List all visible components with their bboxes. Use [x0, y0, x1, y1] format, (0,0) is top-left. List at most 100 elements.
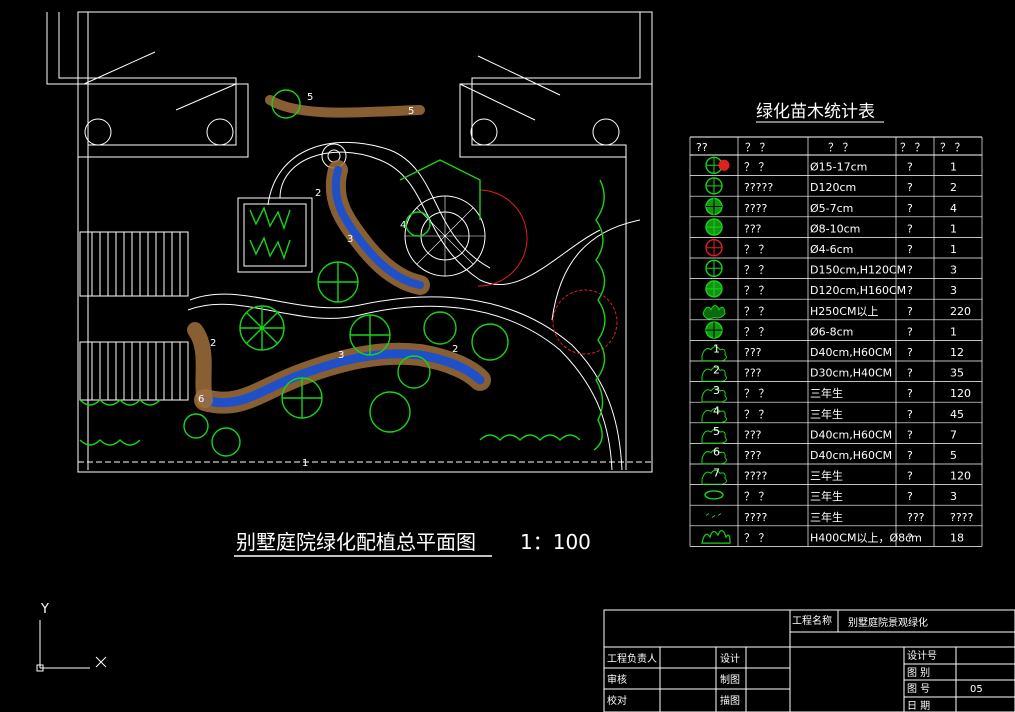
site-plan	[46, 11, 653, 473]
table-header-cell: ？ ？	[940, 141, 966, 154]
garden-path-curve	[279, 151, 601, 286]
project-name: 别墅庭院景观绿化	[848, 616, 928, 629]
plant-quantity: 1	[950, 243, 957, 256]
plant-spec: D120cm	[810, 181, 856, 194]
plant-quantity: 12	[950, 346, 964, 359]
corner-shrubs	[479, 434, 581, 441]
stream-rocks-left	[187, 322, 213, 408]
climber-icon	[701, 530, 731, 544]
tree-canopy	[183, 413, 209, 439]
column-circle	[206, 118, 234, 146]
plant-unit: ?	[907, 202, 913, 215]
pavilion	[237, 197, 313, 273]
pergola-lower	[79, 341, 189, 401]
plant-unit: ?	[907, 305, 913, 318]
stream-water-upper	[331, 166, 424, 289]
zone-label: 2	[210, 338, 216, 349]
zone-label: 5	[408, 106, 414, 117]
groundcover-number: 2	[713, 363, 720, 376]
groundcover-number: 7	[713, 466, 720, 479]
table-header-cell: ??	[696, 141, 708, 154]
flower-tree-icon	[705, 218, 723, 236]
table-header-cell: ？ ？	[900, 141, 926, 154]
flower-bed-icon	[704, 490, 724, 500]
zone-label: 3	[338, 350, 344, 361]
climber-hedge	[593, 179, 606, 451]
roof-line	[477, 55, 561, 96]
house-wall-left	[46, 12, 249, 158]
draft-label: 制图	[720, 673, 740, 686]
groundcover-number: 1	[713, 343, 720, 356]
garden-path-curve	[551, 219, 641, 321]
axis-y-label: Y	[40, 602, 49, 617]
tree-canopy	[423, 311, 457, 345]
plant-spec: Ø8-10cm	[810, 222, 860, 235]
drawing-no-label: 图 号	[907, 683, 930, 695]
drawing-no: 05	[970, 684, 983, 695]
plant-name: ？ ？	[744, 408, 770, 421]
plant-spec: 三年生	[810, 386, 843, 400]
tree-canopy	[271, 89, 301, 119]
plan-trees	[79, 89, 606, 457]
shrub-ball-icon	[705, 259, 723, 277]
hedge-icon	[702, 305, 726, 320]
groundcover-number: 6	[713, 446, 720, 459]
plant-spec: D30cm,H40CM	[810, 367, 892, 380]
plant-unit: ?	[907, 408, 913, 421]
plant-statistics-table: ??？ ？？ ？？ ？？ ？？ ？Ø15-17cm?1?????D120cm?2…	[689, 136, 983, 547]
star-tree-icon	[705, 156, 730, 175]
plant-unit: ?	[907, 387, 913, 400]
plaza-pattern	[405, 196, 485, 276]
trace-label: 描图	[720, 694, 740, 707]
site-boundary	[77, 11, 653, 473]
roof-line	[175, 83, 237, 111]
plant-name: ???	[744, 428, 762, 441]
plant-spec: 三年生	[810, 407, 843, 421]
title-block-text: 工程名称 别墅庭院景观绿化 工程负责人 审核 校对 设计 制图 描图 设计号 图…	[607, 614, 983, 712]
stream-water-lower	[200, 349, 485, 408]
plant-name: ?????	[744, 181, 773, 194]
plant-quantity: 1	[950, 222, 957, 235]
plant-quantity: 3	[950, 284, 957, 297]
plant-quantity: 220	[950, 305, 971, 318]
plant-quantity: 5	[950, 449, 957, 462]
roof-line	[83, 51, 156, 85]
plan-zone-labels: 1 2 2 2 3 3 4 5 5 6	[198, 92, 458, 469]
plant-spec: 三年生	[810, 489, 843, 503]
plant-quantity: 3	[950, 490, 957, 503]
red-tree-crescent	[477, 189, 528, 287]
plant-unit: ?	[907, 367, 913, 380]
plan-scale: 1：100	[520, 530, 591, 554]
plant-name: ????	[744, 511, 768, 524]
tree-canopy	[471, 323, 509, 361]
pavilion-inner	[243, 203, 307, 267]
plant-spec: D40cm,H60CM	[810, 449, 892, 462]
zone-label: 4	[400, 220, 406, 231]
plant-name: ？ ？	[744, 243, 770, 256]
groundcover-number: 5	[713, 425, 720, 438]
plant-unit: ?	[907, 490, 913, 503]
plant-name: ？ ？	[744, 387, 770, 400]
plant-name: ????	[744, 202, 768, 215]
category-label: 图 别	[907, 667, 930, 679]
plant-name: ???	[744, 367, 762, 380]
plant-quantity: 1	[950, 161, 957, 174]
tree-canopy	[369, 391, 411, 433]
plant-spec: Ø4-6cm	[810, 243, 853, 256]
plant-name: ???	[744, 346, 762, 359]
date-label: 日 期	[907, 700, 930, 712]
plant-name: ？ ？	[744, 161, 770, 174]
plant-unit: ?	[907, 181, 913, 194]
plant-name: ？ ？	[744, 284, 770, 297]
plant-unit: ?	[907, 531, 913, 544]
zone-label: 2	[452, 344, 458, 355]
table-title: 绿化苗木统计表	[756, 102, 875, 122]
groundcover-number: 3	[713, 384, 720, 397]
plant-quantity: 4	[950, 202, 957, 215]
plant-unit: ???	[907, 511, 925, 524]
groundcover-1-icon	[701, 346, 727, 362]
title-block	[603, 609, 1015, 712]
lawn-icon	[705, 513, 722, 518]
ucs-axis-icon	[36, 620, 107, 672]
round-tree-icon	[705, 197, 723, 216]
